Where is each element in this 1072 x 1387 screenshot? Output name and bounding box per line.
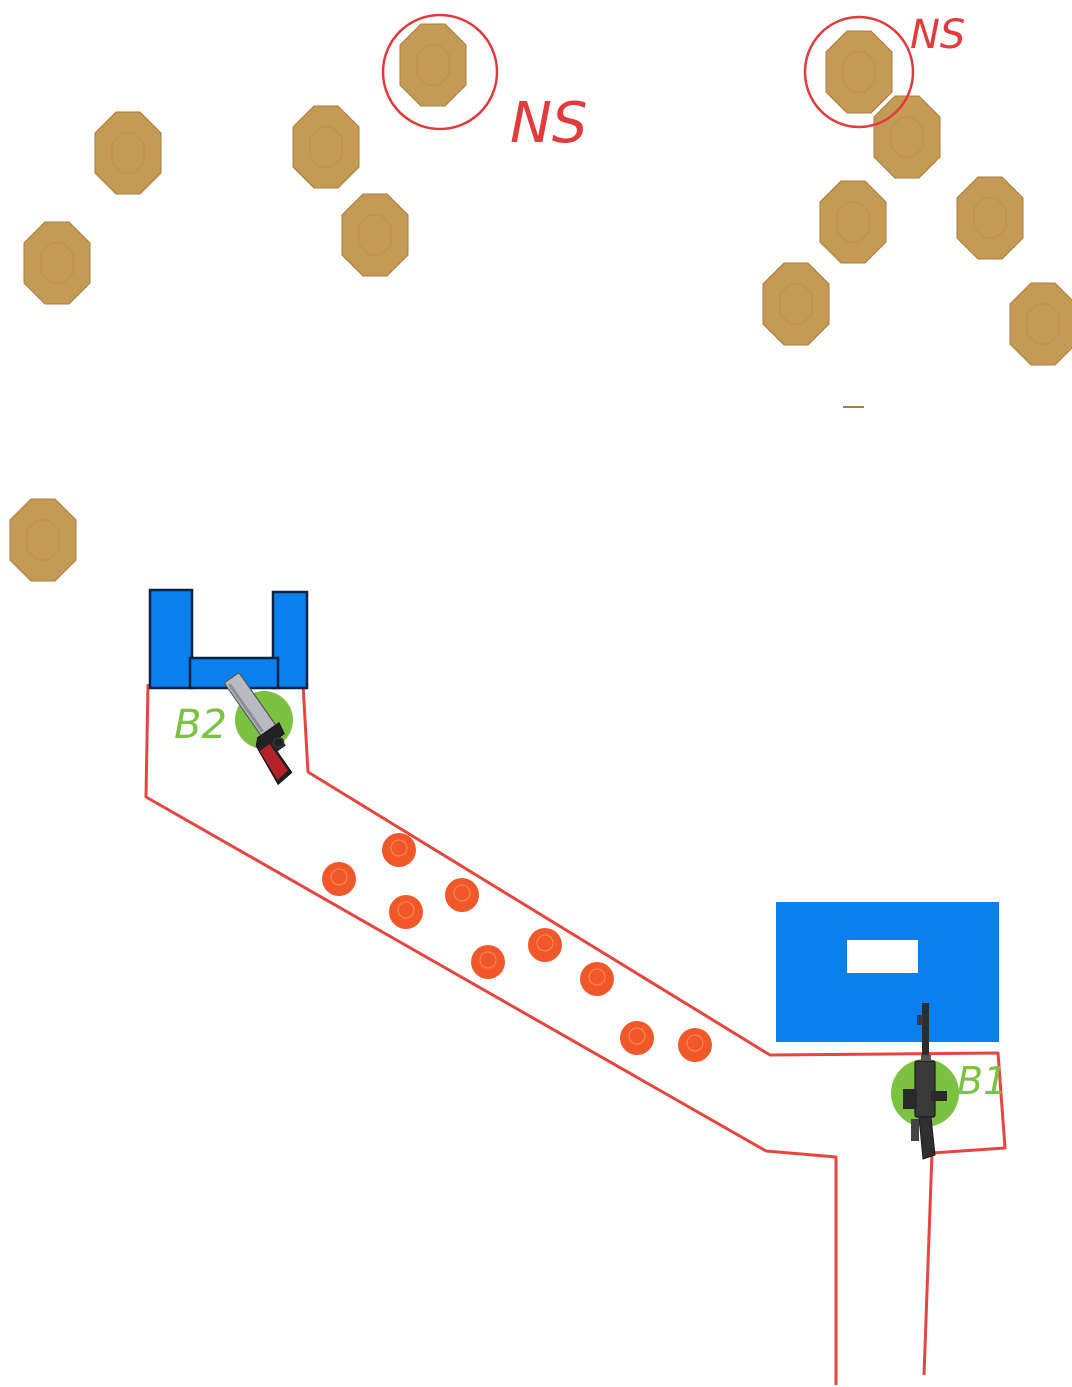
- paper-target: [341, 193, 409, 277]
- steel-plate: [471, 945, 505, 979]
- no-shoot-circle: [381, 13, 499, 131]
- paper-target: [94, 111, 162, 195]
- paper-target: [1009, 282, 1072, 366]
- steel-plate: [528, 928, 562, 962]
- steel-plate: [322, 862, 356, 896]
- paper-target: [956, 176, 1024, 260]
- no-shoot-markers: NS NS: [381, 12, 965, 156]
- steel-plate-rim: [330, 868, 348, 886]
- steel-plate-rim: [628, 1027, 646, 1045]
- steel-plate: [389, 895, 423, 929]
- shooting-box-label: B1: [957, 1059, 1007, 1103]
- steel-plate-rim: [686, 1034, 704, 1052]
- steel-plate: [620, 1021, 654, 1055]
- steel-plate: [580, 962, 614, 996]
- paper-targets: [9, 23, 1072, 582]
- steel-plate-rim: [536, 934, 554, 952]
- pistol-icon: [224, 672, 293, 786]
- fault-line-outer: [144, 683, 838, 1385]
- no-shoot-circle: [803, 15, 915, 129]
- rifle-icon: [903, 1003, 947, 1160]
- steel-plate-rim: [390, 839, 408, 857]
- walls: [148, 588, 999, 1042]
- steel-plate-rim: [453, 884, 471, 902]
- paper-target: [23, 221, 91, 305]
- paper-target: [292, 105, 360, 189]
- steel-plate: [678, 1028, 712, 1062]
- paper-target: [399, 23, 467, 107]
- shooting-box-b1: B1: [891, 1003, 1007, 1160]
- paper-target: [873, 95, 941, 179]
- no-shoot-label: NS: [510, 91, 587, 156]
- wall-port: [847, 940, 918, 973]
- steel-plate-rim: [588, 968, 606, 986]
- wall-left-post: [148, 588, 194, 690]
- no-shoot-label: NS: [910, 12, 965, 58]
- steel-plates: [322, 833, 712, 1062]
- paper-target: [825, 30, 893, 114]
- steel-plate: [445, 878, 479, 912]
- shooting-box-label: B2: [174, 702, 227, 748]
- steel-plate-rim: [479, 951, 497, 969]
- paper-target: [819, 180, 887, 264]
- paper-target: [762, 262, 830, 346]
- paper-target: [9, 498, 77, 582]
- steel-plate-rim: [397, 901, 415, 919]
- steel-plate: [382, 833, 416, 867]
- shooting-box-b2: B2: [174, 672, 293, 786]
